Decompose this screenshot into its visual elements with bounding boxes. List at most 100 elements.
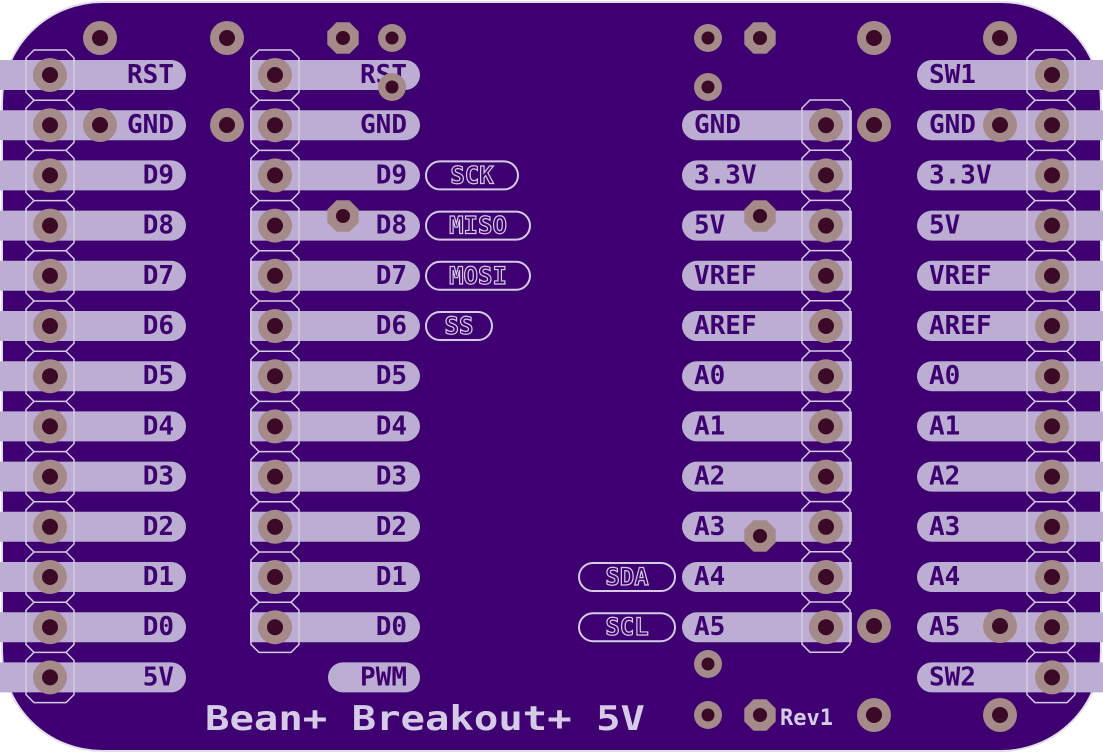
pin-label-left-outer-3: D8 [143, 211, 174, 241]
pin-label-left-outer-0: RST [127, 60, 174, 90]
pad-right-outer-9 [1035, 509, 1069, 544]
trace-left-inner-1 [250, 110, 421, 141]
pin-label-left-outer-10: D1 [143, 562, 174, 592]
pad-right-inner-4 [809, 309, 843, 343]
pad-extra-7 [983, 108, 1017, 142]
pad-left-inner-7 [258, 409, 292, 444]
pad-right-inner-3 [809, 258, 843, 293]
pad-left-inner-11 [258, 610, 292, 645]
pin-label-left-outer-5: D6 [143, 311, 174, 341]
pad-left-outer-10 [33, 560, 67, 594]
pad-octagon-0 [327, 22, 359, 54]
trace-right-inner-0 [682, 110, 852, 141]
pad-right-inner-9 [809, 560, 843, 594]
pin-label-right-inner-8: A3 [694, 512, 725, 542]
pad-left-inner-10 [258, 560, 292, 594]
pad-extra-11 [983, 698, 1017, 732]
pwm-dot [409, 271, 417, 280]
trace-right-inner-1 [682, 160, 852, 191]
pin-label-left-outer-2: D9 [143, 160, 174, 190]
header-outline [1026, 49, 1076, 704]
pad-left-inner-6 [258, 359, 292, 394]
pin-label-left-inner-8: D3 [376, 462, 407, 492]
pad-left-outer-5 [33, 309, 67, 343]
pin-label-left-inner-7: D4 [376, 411, 407, 441]
pad-left-inner-4 [258, 258, 292, 293]
pad-small-5 [694, 701, 722, 729]
pin-label-right-outer-10: A4 [929, 562, 960, 592]
pin-label-left-inner-1: GND [360, 110, 407, 140]
pwm-dot [409, 673, 417, 682]
trace-left-inner-0 [250, 60, 420, 90]
pin-label-right-outer-5: AREF [929, 311, 992, 341]
trace-left-inner-9 [250, 511, 421, 542]
pad-left-outer-4 [33, 258, 67, 293]
pad-left-outer-8 [33, 459, 67, 494]
header-outlines [25, 49, 1076, 704]
header-outline [801, 99, 851, 653]
pad-left-inner-8 [258, 459, 292, 494]
pin-label-left-inner-5: D6 [376, 311, 407, 341]
pad-right-outer-4 [1035, 258, 1069, 293]
pad-small-2 [378, 73, 406, 101]
pad-small-4 [694, 650, 722, 678]
pad-left-outer-0 [33, 58, 67, 92]
pad-left-outer-6 [33, 359, 67, 394]
pad-left-inner-2 [258, 158, 292, 193]
pad-left-outer-12 [33, 660, 67, 695]
pad-left-inner-9 [258, 509, 292, 544]
pad-left-outer-7 [33, 409, 67, 444]
pad-right-outer-10 [1035, 560, 1069, 594]
trace-right-inner-6 [682, 411, 852, 442]
pad-octagon-3 [744, 200, 776, 232]
i2c-label-sda: SDA [605, 563, 649, 591]
pad-extra-0 [83, 21, 117, 55]
pad-left-outer-11 [33, 610, 67, 645]
pwm-dot [176, 522, 184, 531]
pad-right-inner-7 [809, 459, 843, 494]
pad-left-inner-5 [258, 309, 292, 343]
pin-label-right-outer-0: SW1 [929, 60, 976, 90]
spi-label-ss-outline [425, 311, 493, 341]
pad-extra-1 [210, 21, 244, 55]
trace-right-inner-3 [682, 260, 852, 291]
trace-left-inner-10 [250, 562, 420, 592]
trace-left-inner-7 [250, 411, 421, 442]
pad-extra-9 [983, 609, 1017, 643]
pin-label-right-inner-9: A4 [694, 562, 725, 592]
pin-label-left-outer-6: D5 [143, 361, 174, 391]
pad-small-3 [694, 73, 722, 101]
pad-right-inner-0 [809, 108, 843, 143]
pad-right-inner-2 [809, 208, 843, 243]
trace-right-inner-10 [682, 612, 852, 643]
pads [33, 21, 1069, 732]
pad-left-outer-2 [33, 158, 67, 193]
pad-right-outer-2 [1035, 158, 1069, 193]
pin-label-right-outer-2: 3.3V [929, 160, 992, 190]
pad-extra-4 [83, 108, 117, 142]
pad-octagon-1 [744, 22, 776, 54]
pad-right-outer-6 [1035, 359, 1069, 394]
pad-extra-3 [983, 21, 1017, 55]
i2c-label-sda-outline [578, 562, 676, 592]
pad-left-outer-3 [33, 208, 67, 243]
pin-label-right-inner-10: A5 [694, 612, 725, 642]
pwm-dot [409, 522, 417, 531]
pad-left-inner-3 [258, 208, 292, 243]
pad-right-outer-7 [1035, 409, 1069, 444]
pad-extra-8 [857, 609, 891, 643]
pad-right-inner-10 [809, 610, 843, 645]
trace-left-inner-4 [250, 260, 421, 291]
pin-label-right-inner-2: 5V [694, 211, 725, 241]
header-outline [250, 49, 300, 654]
pin-label-left-inner-10: D1 [376, 562, 407, 592]
pin-label-right-outer-8: A2 [929, 462, 960, 492]
pin-label-right-outer-11: A5 [929, 612, 960, 642]
pad-right-outer-1 [1035, 108, 1069, 143]
pin-label-left-outer-4: D7 [143, 261, 174, 291]
pad-right-inner-5 [809, 359, 843, 394]
pin-label-right-outer-6: A0 [929, 361, 960, 391]
pad-right-outer-0 [1035, 58, 1069, 92]
pad-left-inner-1 [258, 108, 292, 143]
